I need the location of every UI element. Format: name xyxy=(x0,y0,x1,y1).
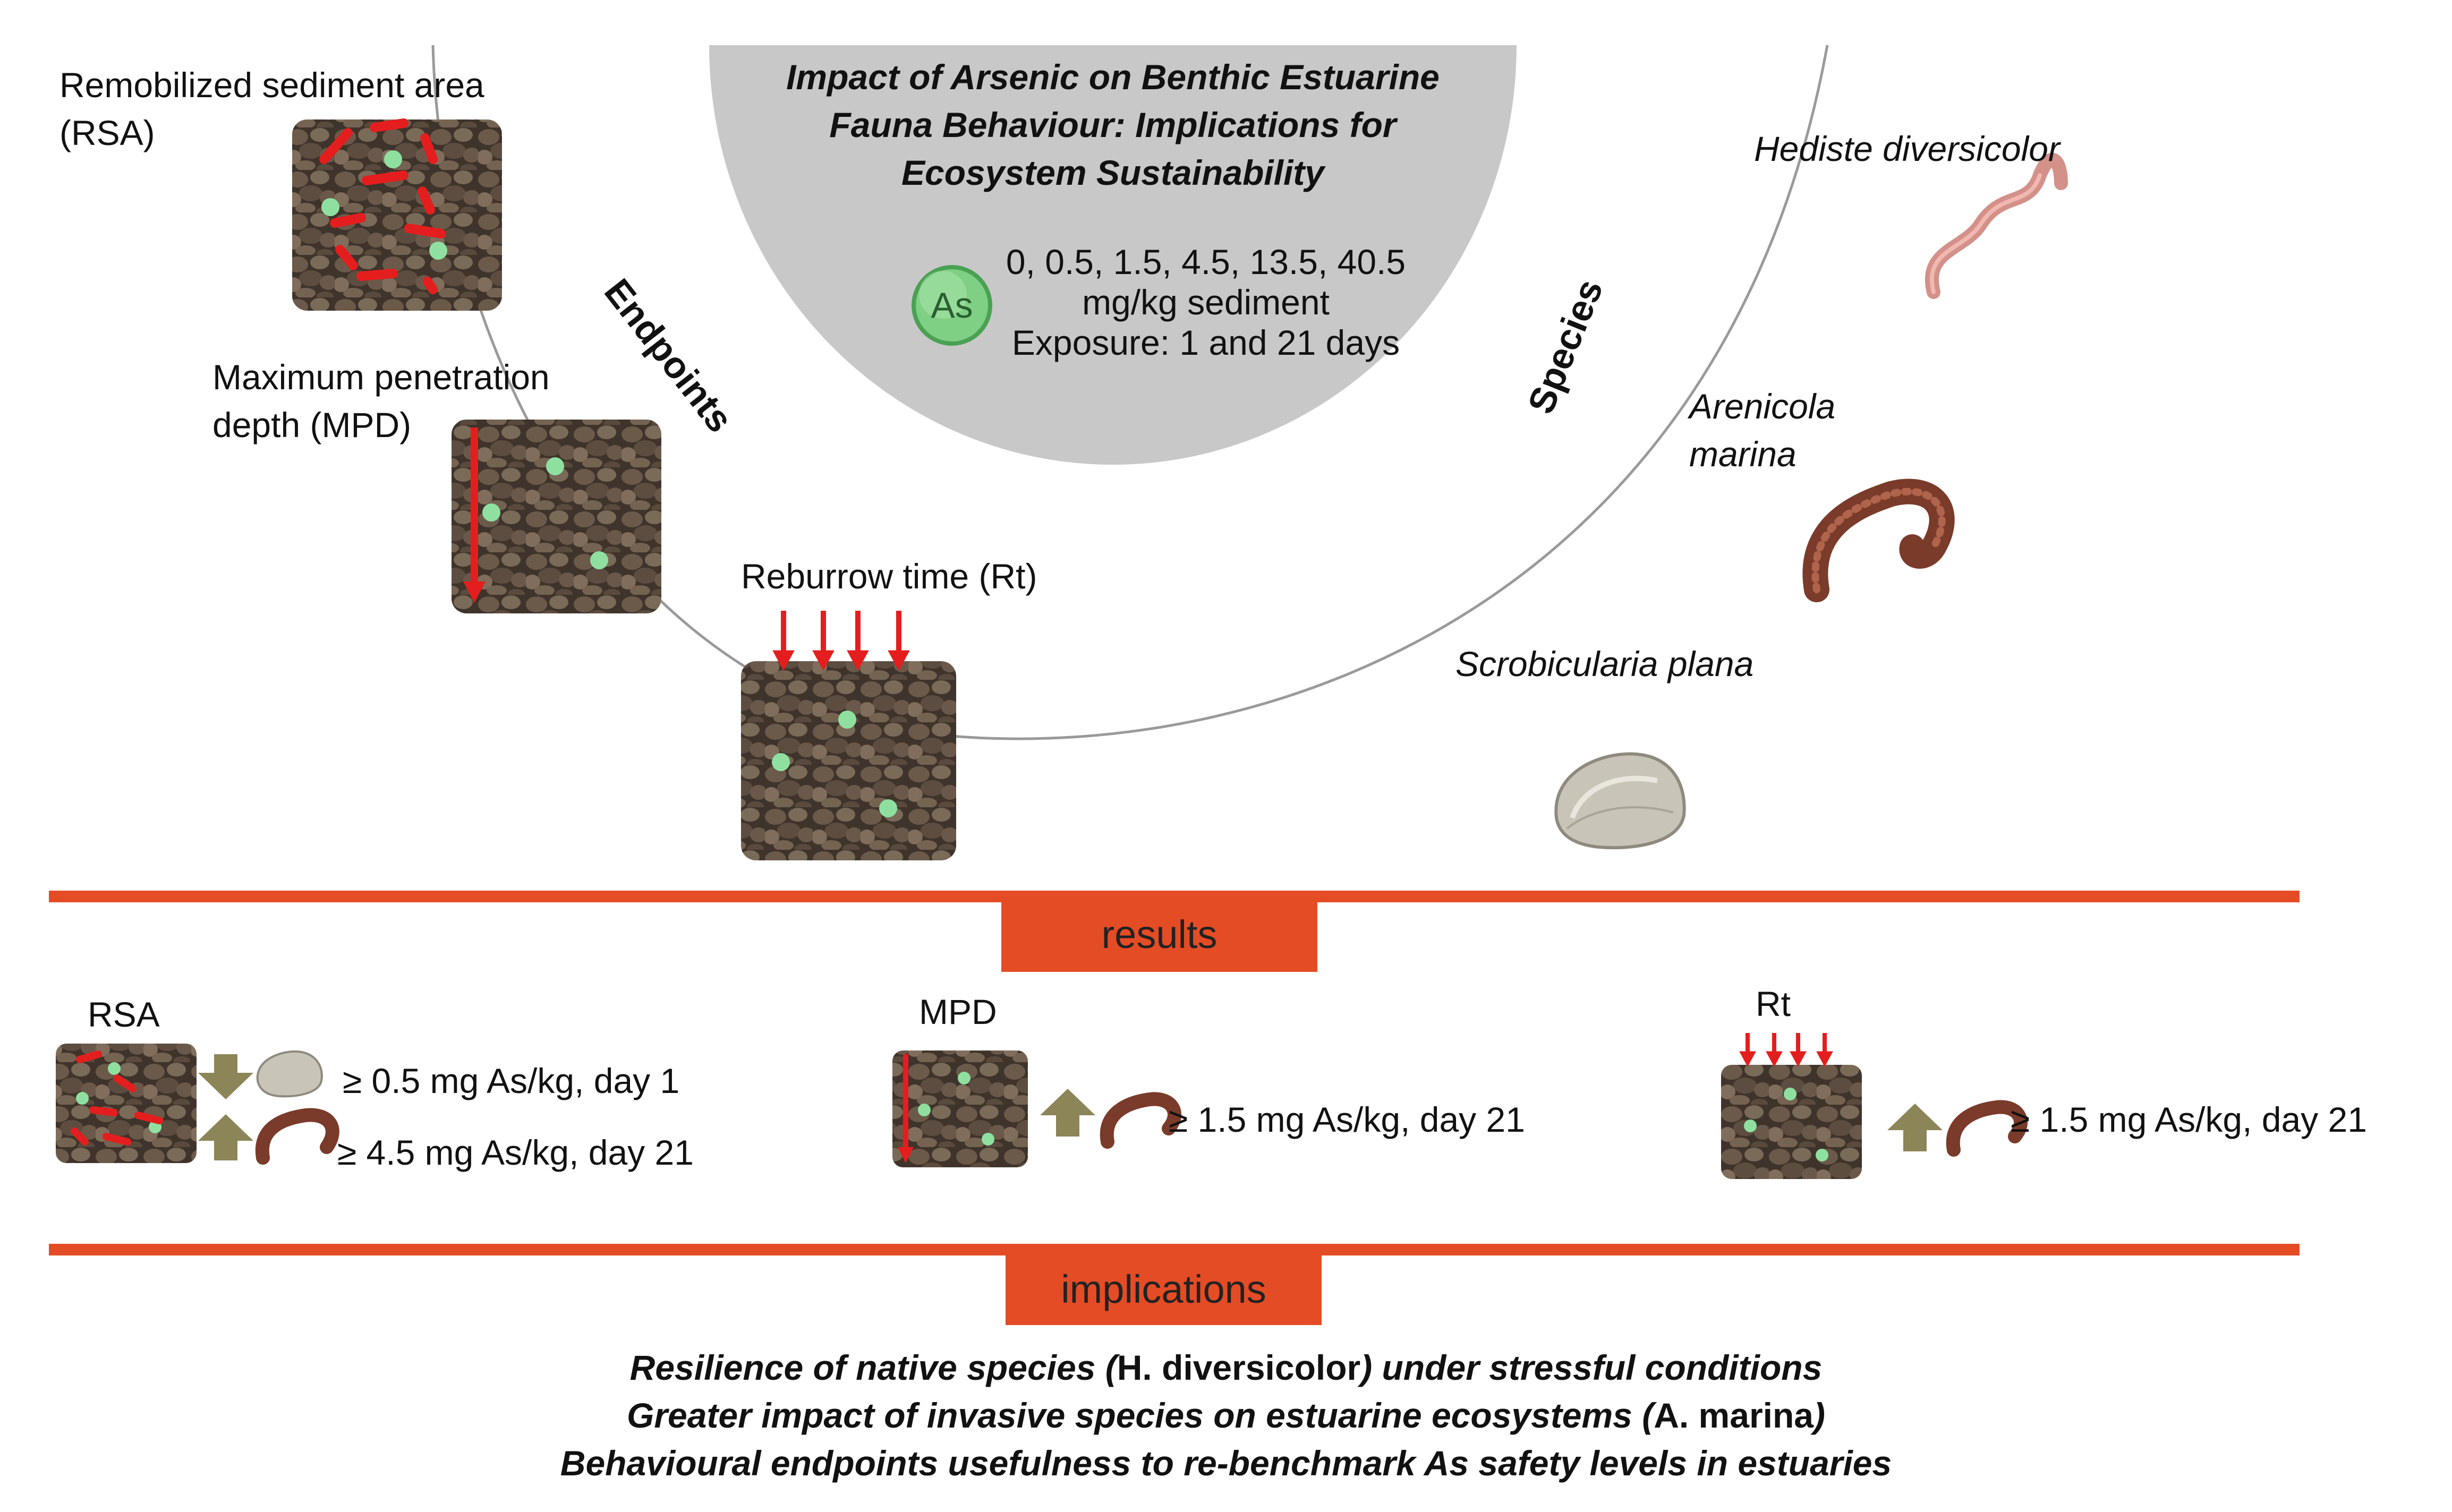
endpoint-rsa-line-2: (RSA) xyxy=(59,113,155,152)
result-rsa-row-2: ≥ 4.5 mg As/kg, day 21 xyxy=(337,1133,694,1172)
endpoint-label-rsa: Remobilized sediment area (RSA) xyxy=(59,61,484,157)
arrow-up-icon-mpd xyxy=(1040,1089,1095,1137)
result-rt-row-1: ≥ 1.5 mg As/kg, day 21 xyxy=(2011,1100,2367,1139)
result-rsa-label: RSA xyxy=(88,995,160,1034)
endpoint-mpd-line-1: Maximum penetration xyxy=(212,357,550,397)
implication-2-part-a: Greater impact of invasive species on es… xyxy=(627,1396,1654,1435)
arsenic-symbol: As xyxy=(931,285,973,326)
title-semicircle xyxy=(709,45,1517,465)
implication-line-2: Greater impact of invasive species on es… xyxy=(0,1391,2452,1439)
arsenic-unit: mg/kg sediment xyxy=(1082,283,1330,322)
implications-header: implications xyxy=(1006,1253,1322,1325)
implication-1-part-c: ) under stressful conditions xyxy=(1360,1348,1823,1387)
results-header: results xyxy=(1001,898,1317,972)
implication-line-1: Resilience of native species (H. diversi… xyxy=(0,1344,2452,1391)
implication-1-species: H. diversicolor xyxy=(1117,1348,1361,1387)
implication-2-species: A. marina xyxy=(1654,1396,1814,1435)
lugworm-icon-small xyxy=(255,1108,339,1165)
sediment-block-rt xyxy=(741,611,956,860)
arsenic-badge-icon xyxy=(912,265,992,346)
result-mpd-label: MPD xyxy=(919,992,997,1031)
arsenic-concentrations: 0, 0.5, 1.5, 4.5, 13.5, 40.5 xyxy=(1006,242,1406,281)
clam-icon-scrobicularia xyxy=(1554,752,1686,850)
result-mpd-row-1: ≥ 1.5 mg As/kg, day 21 xyxy=(1169,1100,1525,1139)
endpoint-label-rt: Reburrow time (Rt) xyxy=(741,557,1037,596)
species-label-hediste: Hediste diversicolor xyxy=(1754,129,2060,168)
connecting-arc xyxy=(431,45,1829,740)
result-rt-label: Rt xyxy=(1756,984,1791,1023)
implication-2-part-c: ) xyxy=(1814,1396,1825,1435)
result-rt-block xyxy=(1721,1033,1862,1179)
result-mpd-block xyxy=(892,1050,1028,1167)
worm-icon-hediste xyxy=(1925,153,2068,299)
title-line-2: Fauna Behaviour: Implications for xyxy=(829,105,1397,144)
results-bar xyxy=(49,891,2300,902)
arsenic-exposure: Exposure: 1 and 21 days xyxy=(1011,323,1400,362)
arrow-down-icon xyxy=(198,1054,253,1099)
lugworm-icon-mpd xyxy=(1100,1092,1181,1149)
endpoint-mpd-line-2: depth (MPD) xyxy=(212,405,412,445)
lugworm-icon-arenicola xyxy=(1802,479,1955,602)
endpoint-label-mpd: Maximum penetration depth (MPD) xyxy=(212,353,550,449)
species-label-arenicola: Arenicola marina xyxy=(1689,382,1835,478)
diagram-title: Impact of Arsenic on Benthic Estuarine F… xyxy=(709,53,1517,197)
implication-line-3: Behavioural endpoints usefulness to re-b… xyxy=(560,1443,1892,1483)
implications-bar xyxy=(49,1244,2300,1255)
clam-icon-small xyxy=(256,1050,323,1098)
result-rsa-block xyxy=(56,1044,197,1163)
title-line-1: Impact of Arsenic on Benthic Estuarine xyxy=(786,57,1440,97)
title-line-3: Ecosystem Sustainability xyxy=(901,153,1324,192)
species-arenicola-line-1: Arenicola xyxy=(1689,387,1836,426)
sediment-block-rsa xyxy=(292,118,502,311)
implication-1-part-a: Resilience of native species ( xyxy=(629,1348,1117,1387)
arrow-up-icon xyxy=(198,1114,253,1160)
species-label-scrobicularia: Scrobicularia plana xyxy=(1455,644,1754,684)
endpoint-rsa-line-1: Remobilized sediment area xyxy=(59,65,484,105)
sediment-block-mpd xyxy=(452,420,661,613)
arrow-up-icon-rt xyxy=(1887,1104,1943,1151)
arsenic-info: 0, 0.5, 1.5, 4.5, 13.5, 40.5 mg/kg sedim… xyxy=(999,242,1413,363)
species-arenicola-line-2: marina xyxy=(1689,434,1797,474)
lugworm-icon-rt xyxy=(1946,1100,2028,1157)
result-rsa-row-1: ≥ 0.5 mg As/kg, day 1 xyxy=(343,1061,680,1100)
